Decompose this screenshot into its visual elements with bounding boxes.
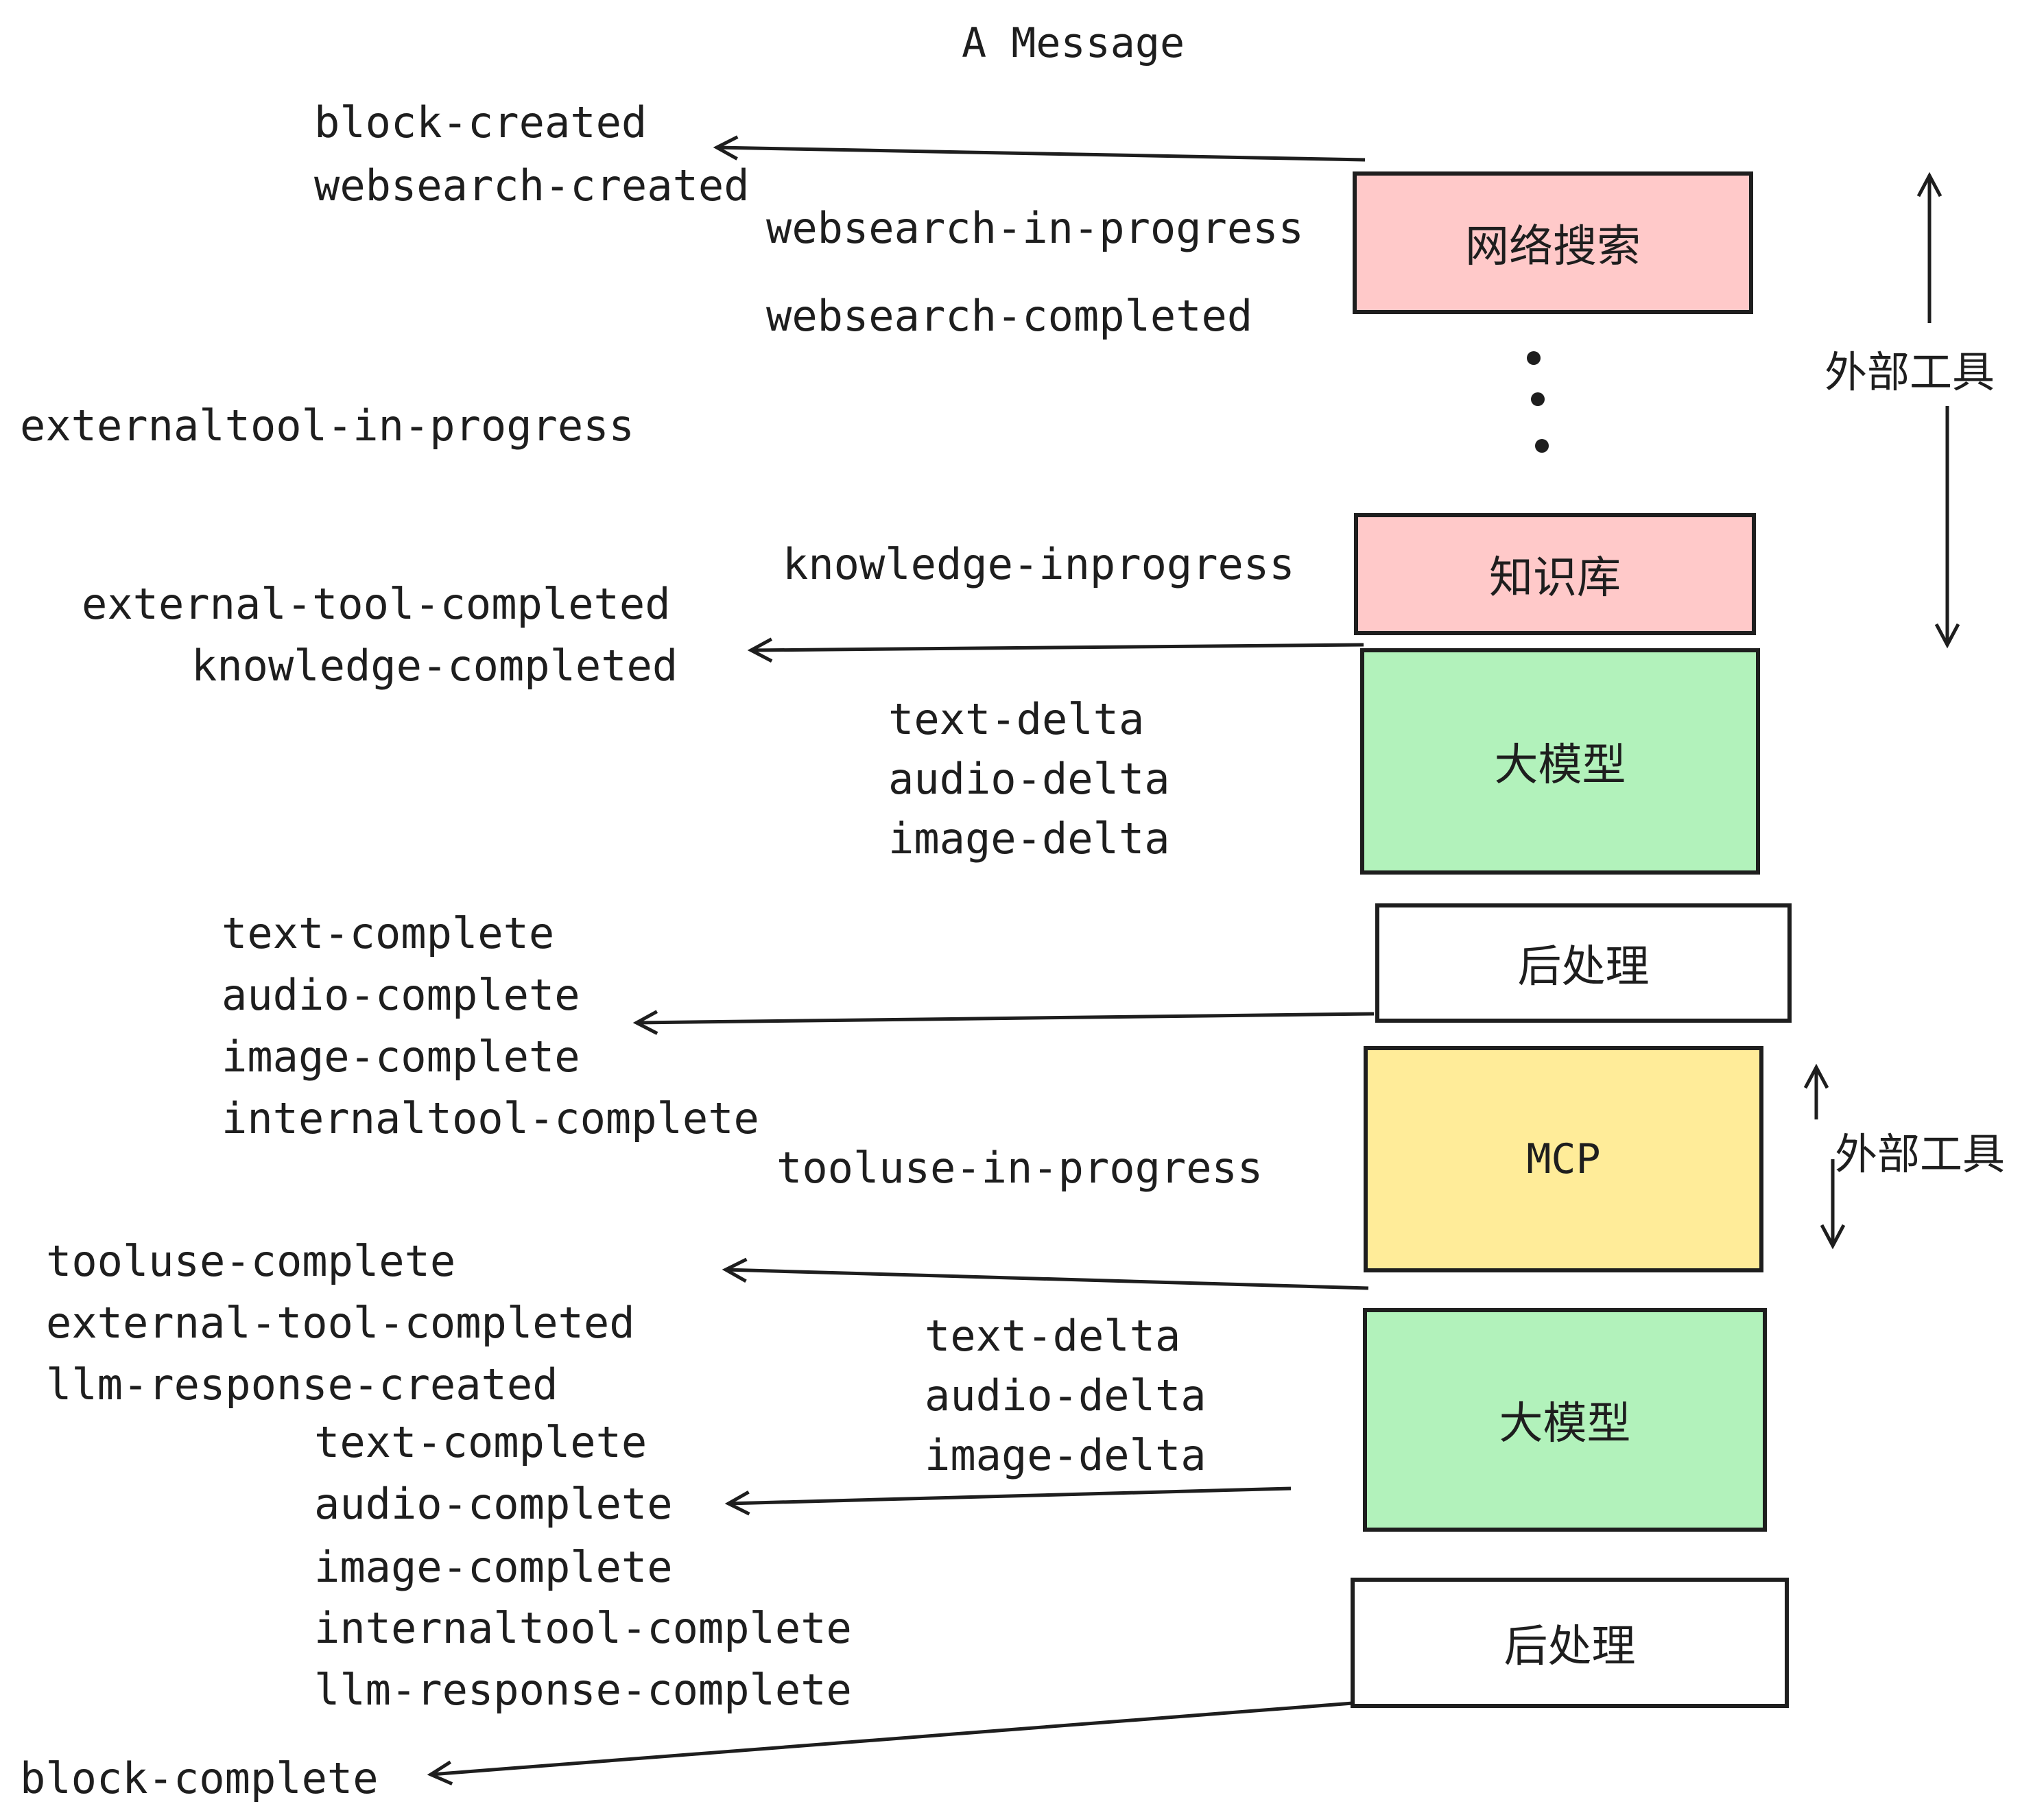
event-text-complete-1: text-complete [222,908,555,958]
event-image-complete-2: image-complete [314,1542,673,1592]
diagram-title: A Message [962,19,1185,67]
box-llm-2-label: 大模型 [1499,1399,1631,1449]
event-text-delta-2: text-delta [925,1311,1181,1361]
event-llm-response-complete: llm-response-complete [314,1665,852,1715]
box-knowledge-label: 知识库 [1489,553,1621,604]
box-knowledge: 知识库 [1354,513,1756,635]
arrow-tooluse-complete [722,1257,1369,1290]
event-audio-delta-2: audio-delta [925,1370,1207,1421]
event-audio-complete-1: audio-complete [222,970,580,1020]
box-post-2: 后处理 [1351,1578,1789,1708]
event-knowledge-completed: knowledge-completed [191,641,678,691]
ellipsis-dot [1531,392,1545,406]
arrow-block-created [713,135,1366,162]
event-external-tool-completed: external-tool-completed [82,579,671,629]
event-audio-delta-1: audio-delta [888,754,1170,804]
event-knowledge-inprogress: knowledge-inprogress [783,539,1295,589]
box-websearch-label: 网络搜索 [1465,222,1641,272]
event-block-complete: block-complete [20,1753,379,1803]
event-websearch-created: websearch-created [314,161,750,211]
event-llm-response-created: llm-response-created [46,1360,558,1410]
external-tools-label-2: 外部工具 [1835,1129,2006,1179]
event-audio-complete-2: audio-complete [314,1479,673,1529]
box-llm-2: 大模型 [1363,1308,1767,1532]
box-post-2-label: 后处理 [1504,1622,1636,1672]
event-internaltool-complete-1: internaltool-complete [222,1093,759,1143]
ellipsis-dot [1535,439,1549,453]
event-websearch-in-progress: websearch-in-progress [766,203,1304,253]
event-image-delta-2: image-delta [925,1430,1207,1480]
box-websearch: 网络搜索 [1353,171,1753,314]
event-block-created: block-created [314,97,647,147]
event-image-complete-1: image-complete [222,1032,580,1082]
arrow-image-complete-1 [632,1010,1375,1035]
box-llm-1-label: 大模型 [1494,740,1626,791]
box-llm-1: 大模型 [1360,648,1760,875]
event-external-tool-completed-2: external-tool-completed [46,1298,635,1348]
event-image-delta-1: image-delta [888,814,1170,864]
event-internaltool-complete-2: internaltool-complete [314,1603,852,1653]
ellipsis-dot [1527,351,1541,365]
box-mcp: MCP [1364,1046,1763,1272]
box-post-1-label: 后处理 [1517,942,1650,993]
event-text-delta-1: text-delta [888,694,1145,744]
box-post-1: 后处理 [1375,903,1792,1023]
event-externaltool-in-progress: externaltool-in-progress [20,401,634,451]
event-websearch-completed: websearch-completed [766,291,1253,341]
event-tooluse-complete: tooluse-complete [46,1236,456,1286]
box-mcp-label: MCP [1526,1135,1601,1183]
arrow-knowledge-completed [747,637,1364,663]
arrow-audio-complete-2 [724,1486,1292,1516]
event-tooluse-in-progress: tooluse-in-progress [776,1143,1263,1193]
event-text-complete-2: text-complete [314,1417,647,1467]
external-tools-label-1: 外部工具 [1825,347,1995,397]
